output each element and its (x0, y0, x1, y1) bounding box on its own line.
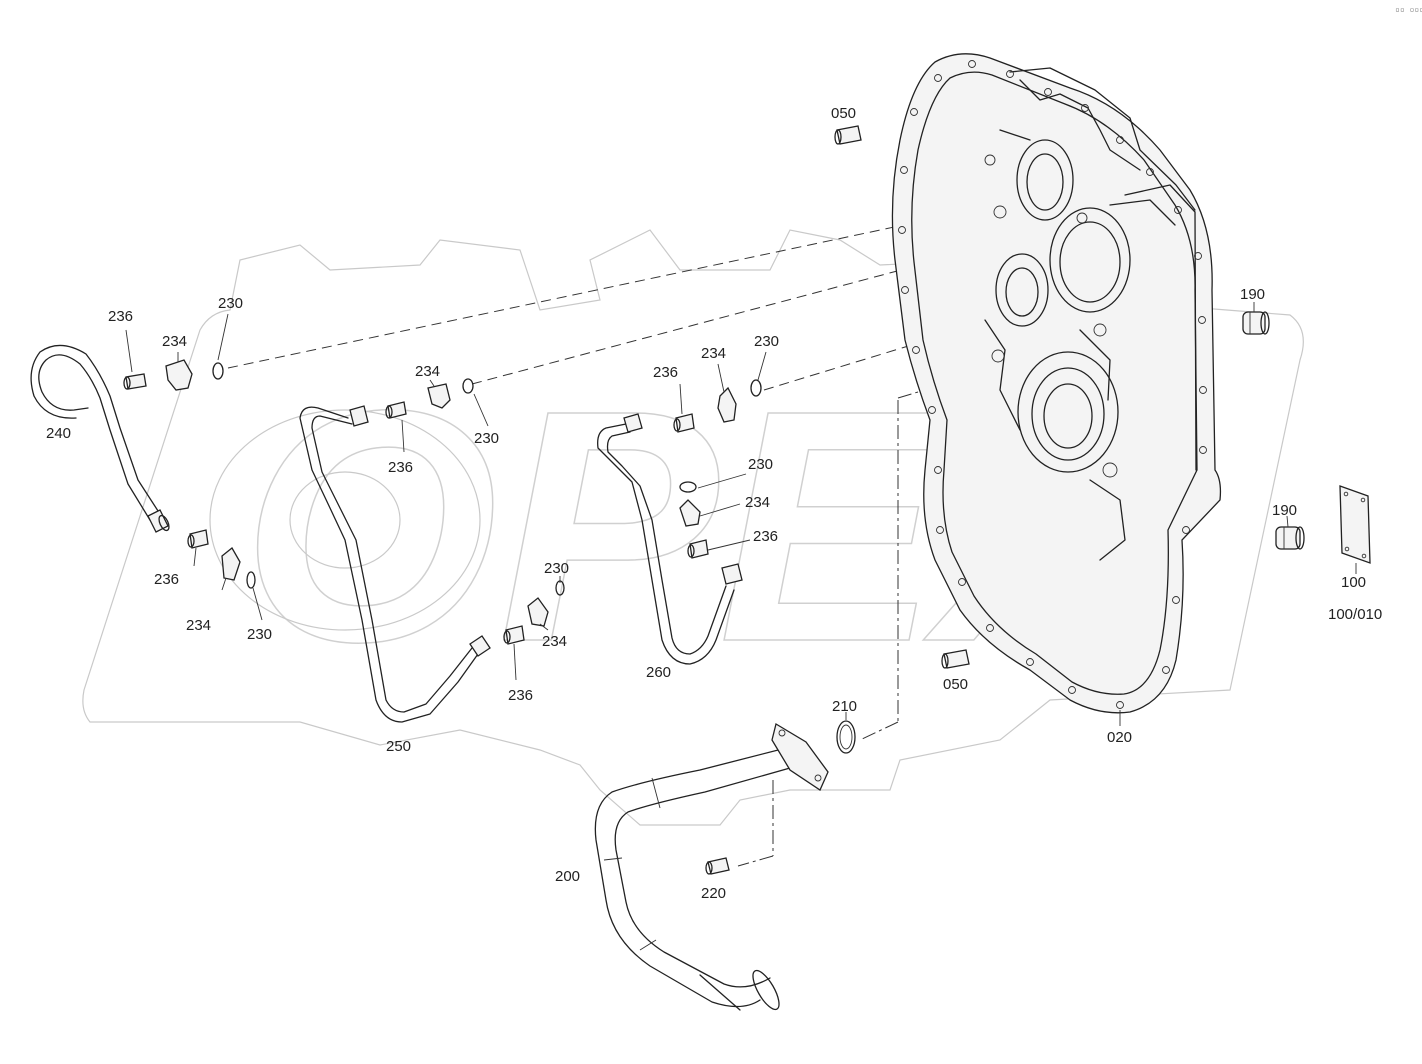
callout-100: 100 (1341, 574, 1366, 591)
callout-labels: 050 230 236 234 240 234 230 236 236 234 … (46, 105, 1382, 902)
clips-234 (165, 359, 737, 627)
callout-220: 220 (701, 885, 726, 902)
callout-230-f: 230 (544, 560, 569, 577)
callout-236-a: 236 (108, 308, 133, 325)
explosion-lines (227, 221, 1021, 867)
callout-190-upper: 190 (1240, 286, 1265, 303)
callout-236-e: 236 (154, 571, 179, 588)
callout-050-top: 050 (831, 105, 856, 122)
o-ring-large (836, 720, 856, 754)
callout-210: 210 (832, 698, 857, 715)
callout-230-c: 230 (754, 333, 779, 350)
callout-200: 200 (555, 868, 580, 885)
dowel-pin-bottom (941, 649, 970, 669)
gearbox-housing (891, 53, 1222, 714)
callout-234-c: 234 (701, 345, 726, 362)
leader-lines (125, 302, 1357, 726)
callout-236-c: 236 (653, 364, 678, 381)
bolt-220 (705, 857, 730, 875)
callout-236-d: 236 (753, 528, 778, 545)
callout-020: 020 (1107, 729, 1132, 746)
callout-050-bottom: 050 (943, 676, 968, 693)
callout-230-b: 230 (474, 430, 499, 447)
plug-lower (1275, 526, 1305, 550)
pipe-240 (30, 344, 170, 533)
callout-234-e: 234 (186, 617, 211, 634)
callout-230-a: 230 (218, 295, 243, 312)
suction-pipe (594, 722, 829, 1011)
dowel-pin-top (834, 125, 862, 145)
callout-250: 250 (386, 738, 411, 755)
callout-234-a: 234 (162, 333, 187, 350)
callout-260: 260 (646, 664, 671, 681)
callout-230-e: 230 (247, 626, 272, 643)
callout-234-b: 234 (415, 363, 440, 380)
pipe-250 (299, 405, 491, 723)
callout-234-d: 234 (745, 494, 770, 511)
bolts-236 (123, 373, 709, 645)
callout-230-d: 230 (748, 456, 773, 473)
callout-240: 240 (46, 425, 71, 442)
callout-236-f: 236 (508, 687, 533, 704)
callout-100-010: 100/010 (1328, 606, 1382, 623)
callout-236-b: 236 (388, 459, 413, 476)
callout-234-f: 234 (542, 633, 567, 650)
cover-plate (1339, 485, 1371, 564)
pipe-260 (597, 413, 743, 665)
corner-marker: ▫▫ ▫▫▫ (1395, 5, 1422, 14)
plug-upper (1242, 311, 1270, 335)
callout-190-lower: 190 (1272, 502, 1297, 519)
